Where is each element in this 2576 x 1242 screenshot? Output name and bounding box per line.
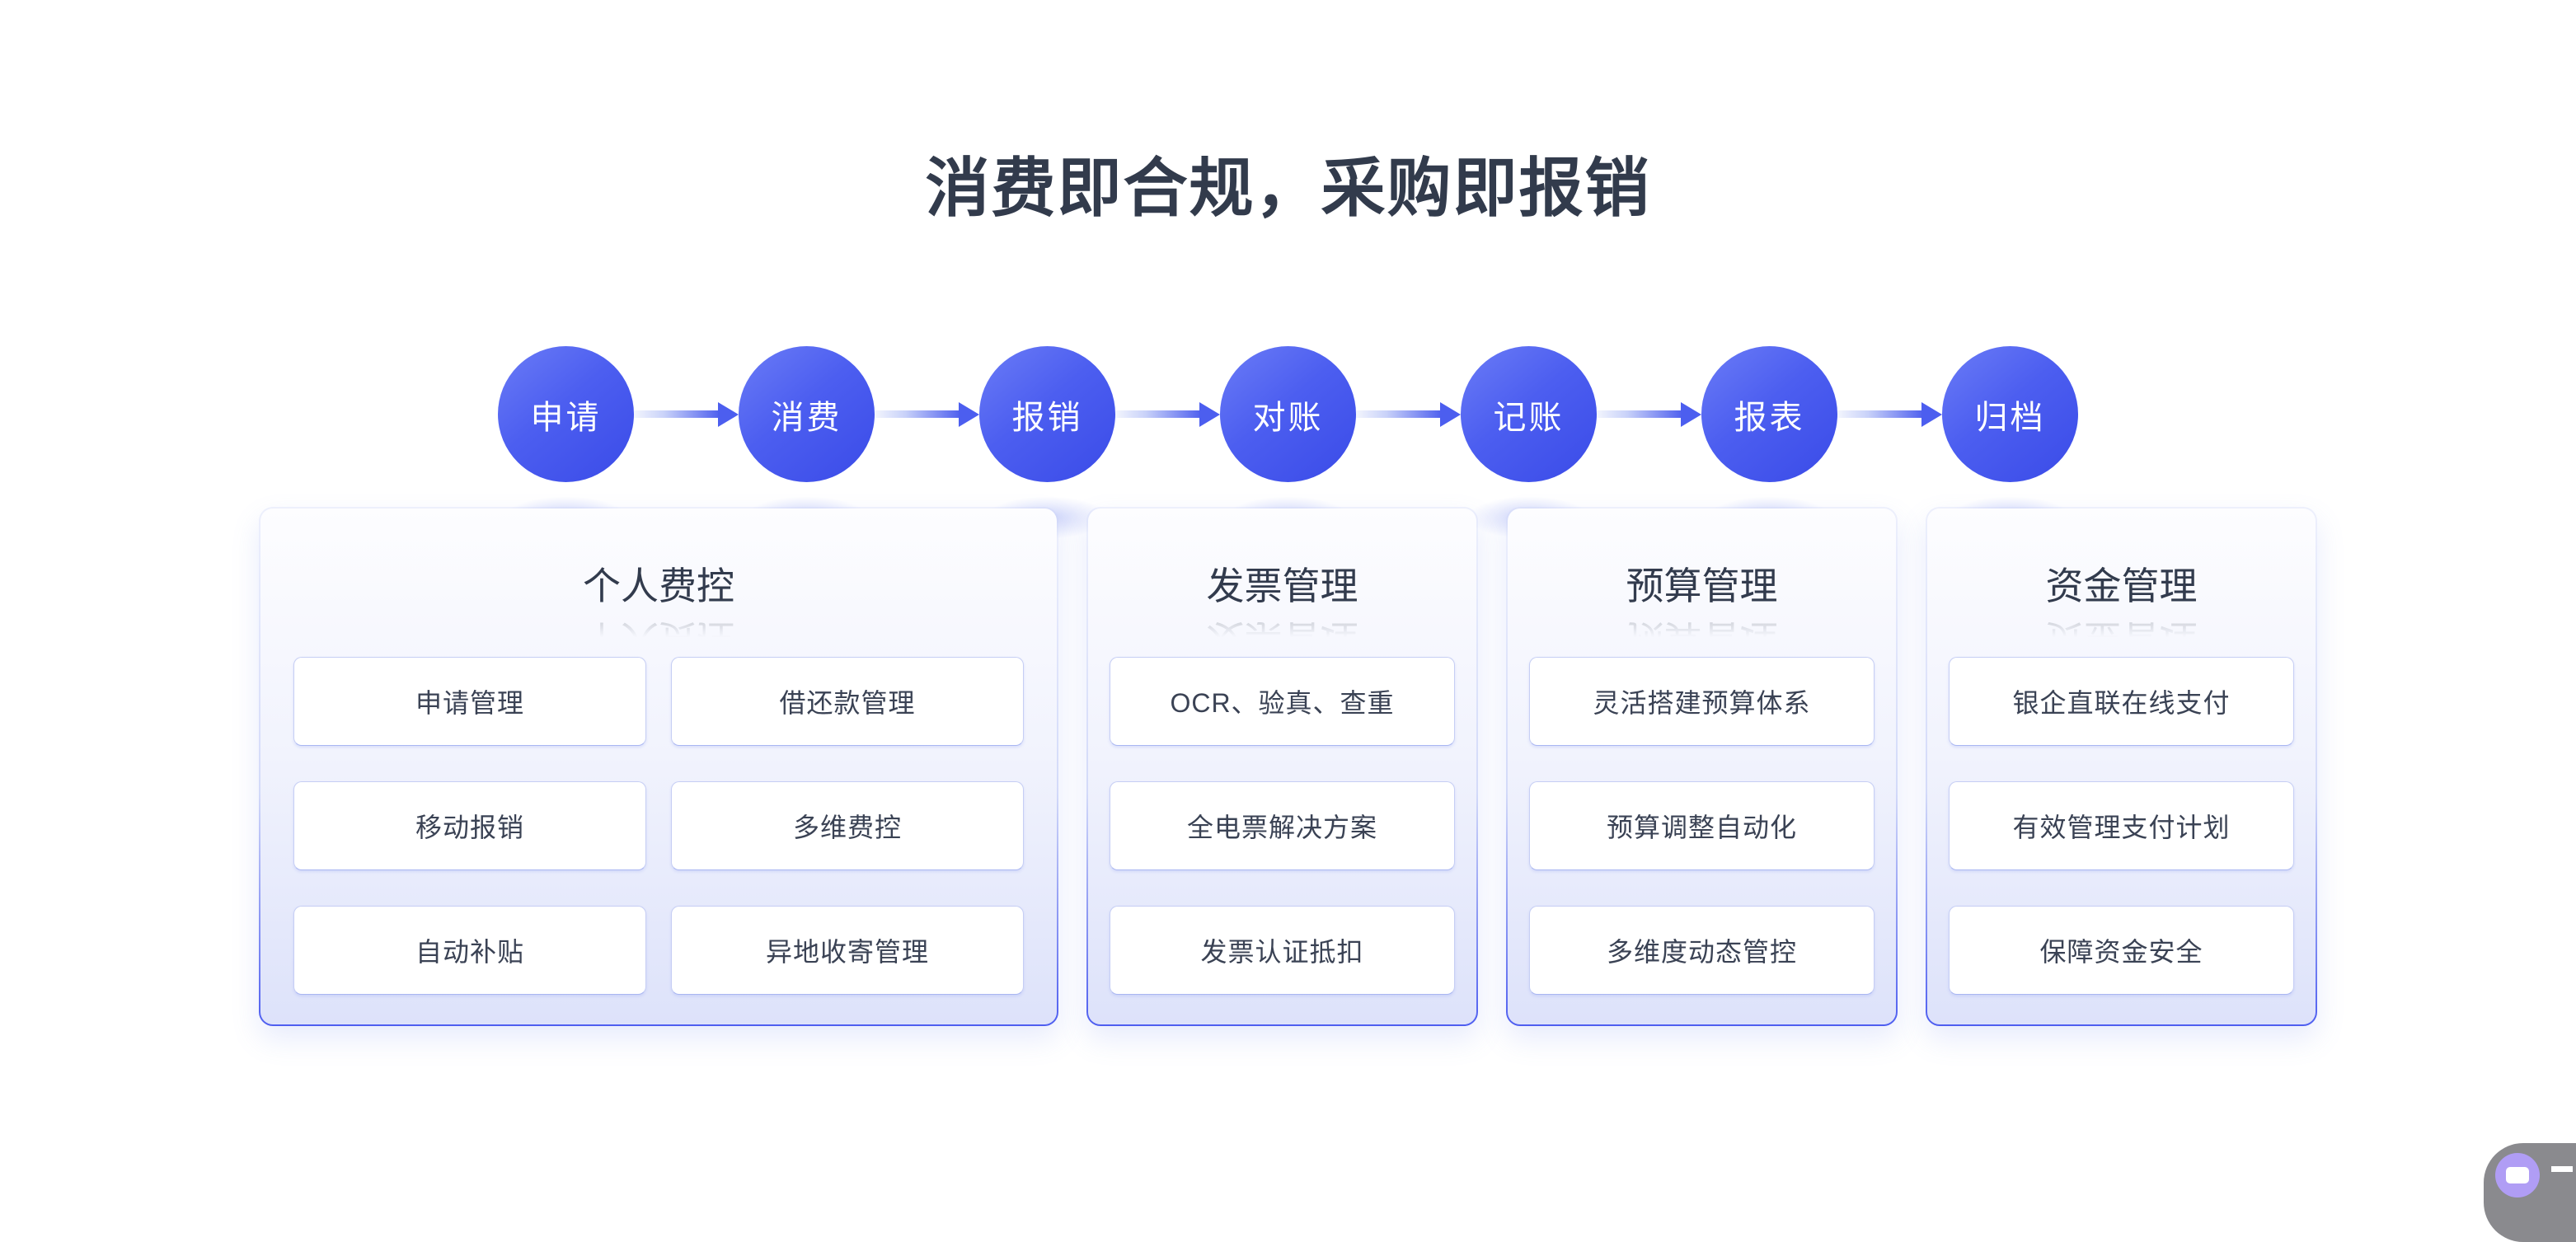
flow-step-label: 申请	[530, 399, 602, 436]
flow-step-bookkeep: 记账	[1461, 346, 1597, 539]
chat-bubble-icon	[2495, 1153, 2540, 1197]
flow-step-label: 记账	[1493, 399, 1565, 436]
flow-step-apply: 申请	[498, 346, 634, 539]
flow-step-label: 报表	[1734, 399, 1805, 436]
arrow-right-icon	[1356, 401, 1461, 428]
flow-step-archive: 归档	[1942, 346, 2078, 539]
arrow-right-icon	[1115, 401, 1220, 428]
flow-step-label: 对账	[1252, 399, 1324, 436]
assistant-label-fragment	[2551, 1161, 2576, 1186]
arrow-right-icon	[634, 401, 739, 428]
flow-step-label: 报销	[1011, 399, 1083, 436]
card-invoice-management: 发票管理 OCR、验真、查重 全电票解决方案 发票认证抵扣	[1086, 507, 1478, 1026]
feature-button[interactable]: 自动补贴	[293, 906, 646, 995]
arrow-right-icon	[1597, 401, 1701, 428]
feature-button[interactable]: 申请管理	[293, 657, 646, 746]
feature-button[interactable]: OCR、验真、查重	[1110, 657, 1455, 746]
feature-button[interactable]: 多维度动态管控	[1529, 906, 1875, 995]
feature-button[interactable]: 银企直联在线支付	[1949, 657, 2294, 746]
arrow-right-icon	[1837, 401, 1942, 428]
feature-button[interactable]: 发票认证抵扣	[1110, 906, 1455, 995]
feature-button[interactable]: 保障资金安全	[1949, 906, 2294, 995]
flow-step-label: 归档	[1974, 399, 2046, 436]
flow-step-label: 消费	[771, 399, 842, 436]
card-title: 资金管理	[2045, 565, 2198, 607]
card-title: 个人费控	[583, 565, 734, 607]
feature-button[interactable]: 多维费控	[671, 781, 1024, 870]
card-title: 发票管理	[1206, 565, 1358, 607]
process-flow: 申请 消费 报销 对账 记账 报表 归档	[0, 346, 2576, 539]
arrow-right-icon	[875, 401, 979, 428]
flow-step-report: 报表	[1701, 346, 1837, 539]
feature-button[interactable]: 移动报销	[293, 781, 646, 870]
page-title: 消费即合规，采购即报销	[925, 152, 1651, 224]
card-budget-management: 预算管理 灵活搭建预算体系 预算调整自动化 多维度动态管控	[1506, 507, 1898, 1026]
floating-assistant-widget[interactable]	[2484, 1143, 2576, 1242]
feature-columns: 个人费控 申请管理 借还款管理 移动报销 多维费控 自动补贴 异地收寄管理 发票…	[0, 507, 2576, 1026]
card-funds-management: 资金管理 银企直联在线支付 有效管理支付计划 保障资金安全	[1926, 507, 2317, 1026]
feature-button[interactable]: 灵活搭建预算体系	[1529, 657, 1875, 746]
flow-step-reconcile: 对账	[1220, 346, 1356, 539]
card-title: 预算管理	[1626, 565, 1778, 607]
feature-button[interactable]: 预算调整自动化	[1529, 781, 1875, 870]
flow-step-reimburse: 报销	[979, 346, 1115, 539]
feature-button[interactable]: 有效管理支付计划	[1949, 781, 2294, 870]
flow-step-consume: 消费	[739, 346, 875, 539]
feature-button[interactable]: 全电票解决方案	[1110, 781, 1455, 870]
feature-button[interactable]: 异地收寄管理	[671, 906, 1024, 995]
feature-button[interactable]: 借还款管理	[671, 657, 1024, 746]
card-personal-expense-control: 个人费控 申请管理 借还款管理 移动报销 多维费控 自动补贴 异地收寄管理	[259, 507, 1058, 1026]
